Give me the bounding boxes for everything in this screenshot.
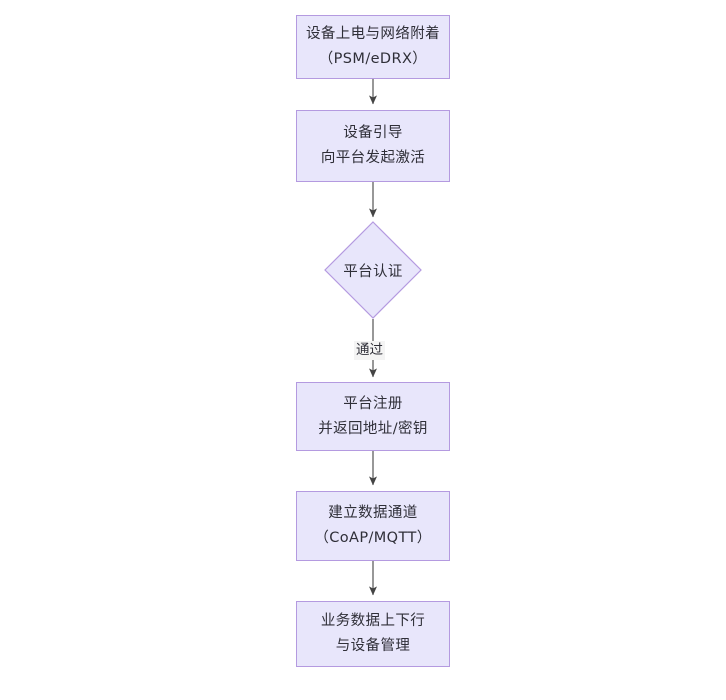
node-label-line1: 业务数据上下行 [320,613,426,629]
node-device-power-on[interactable]: 设备上电与网络附着 （PSM/eDRX） [296,15,450,79]
node-label-line2: 并返回地址/密钥 [318,420,428,437]
node-label-line1: 设备上电与网络附着 [305,26,441,42]
diamond-shape-icon [324,221,422,319]
node-label-line2: （PSM/eDRX） [318,51,428,67]
node-label-line2: 向平台发起激活 [320,150,426,166]
node-platform-registration[interactable]: 平台注册 并返回地址/密钥 [296,382,450,451]
node-label-line1: 设备引导 [343,125,403,141]
node-business-data-management[interactable]: 业务数据上下行 与设备管理 [296,601,450,667]
node-platform-auth-decision[interactable]: 平台认证 [324,221,422,319]
node-data-channel-setup[interactable]: 建立数据通道 （CoAP/MQTT） [296,491,450,561]
node-label-line2: （CoAP/MQTT） [314,530,432,546]
node-label-line1: 建立数据通道 [328,505,418,521]
node-label-line2: 与设备管理 [335,638,411,654]
node-device-bootstrap[interactable]: 设备引导 向平台发起激活 [296,110,450,182]
edge-label-pass: 通过 [354,341,385,360]
node-label-line1: 平台注册 [343,395,403,412]
node-label-line1: 平台认证 [343,263,403,280]
